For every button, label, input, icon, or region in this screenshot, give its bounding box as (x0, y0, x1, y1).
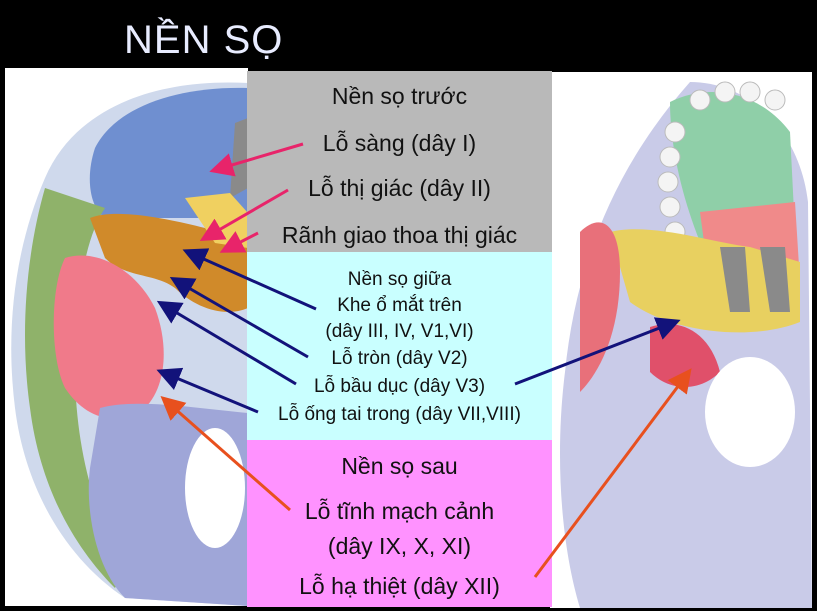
superior-orbital-fissure-nerves: (dây III, IV, V1,VI) (325, 321, 474, 342)
middle-fossa-heading: Nền sọ giữa (347, 269, 452, 290)
foramen-rotundum-label: Lỗ tròn (dây V2) (331, 348, 468, 369)
internal-acoustic-meatus-label: Lỗ ống tai trong (dây VII,VIII) (278, 404, 521, 425)
ethmoid-foramen-label: Lỗ sàng (dây I) (322, 130, 477, 156)
jugular-foramen-label: Lỗ tĩnh mạch cảnh (304, 498, 495, 524)
skull-base-internal-illustration (5, 68, 248, 606)
slide-title: NỀN SỌ (124, 18, 284, 62)
jugular-foramen-nerves: (dây IX, X, XI) (327, 533, 472, 559)
skull-base-external-illustration (550, 72, 812, 608)
posterior-fossa-heading: Nền sọ sau (341, 453, 458, 479)
posterior-fossa-panel (247, 440, 552, 607)
hypoglossal-canal-label: Lỗ hạ thiệt (dây XII) (299, 573, 500, 599)
chiasmatic-groove-label: Rãnh giao thoa thị giác (281, 222, 518, 248)
anterior-fossa-heading: Nền sọ trước (331, 83, 468, 109)
foramen-ovale-label: Lỗ bầu dục (dây V3) (313, 376, 486, 397)
superior-orbital-fissure-label: Khe ổ mắt trên (337, 295, 462, 316)
optic-canal-label: Lỗ thị giác (dây II) (308, 175, 491, 201)
